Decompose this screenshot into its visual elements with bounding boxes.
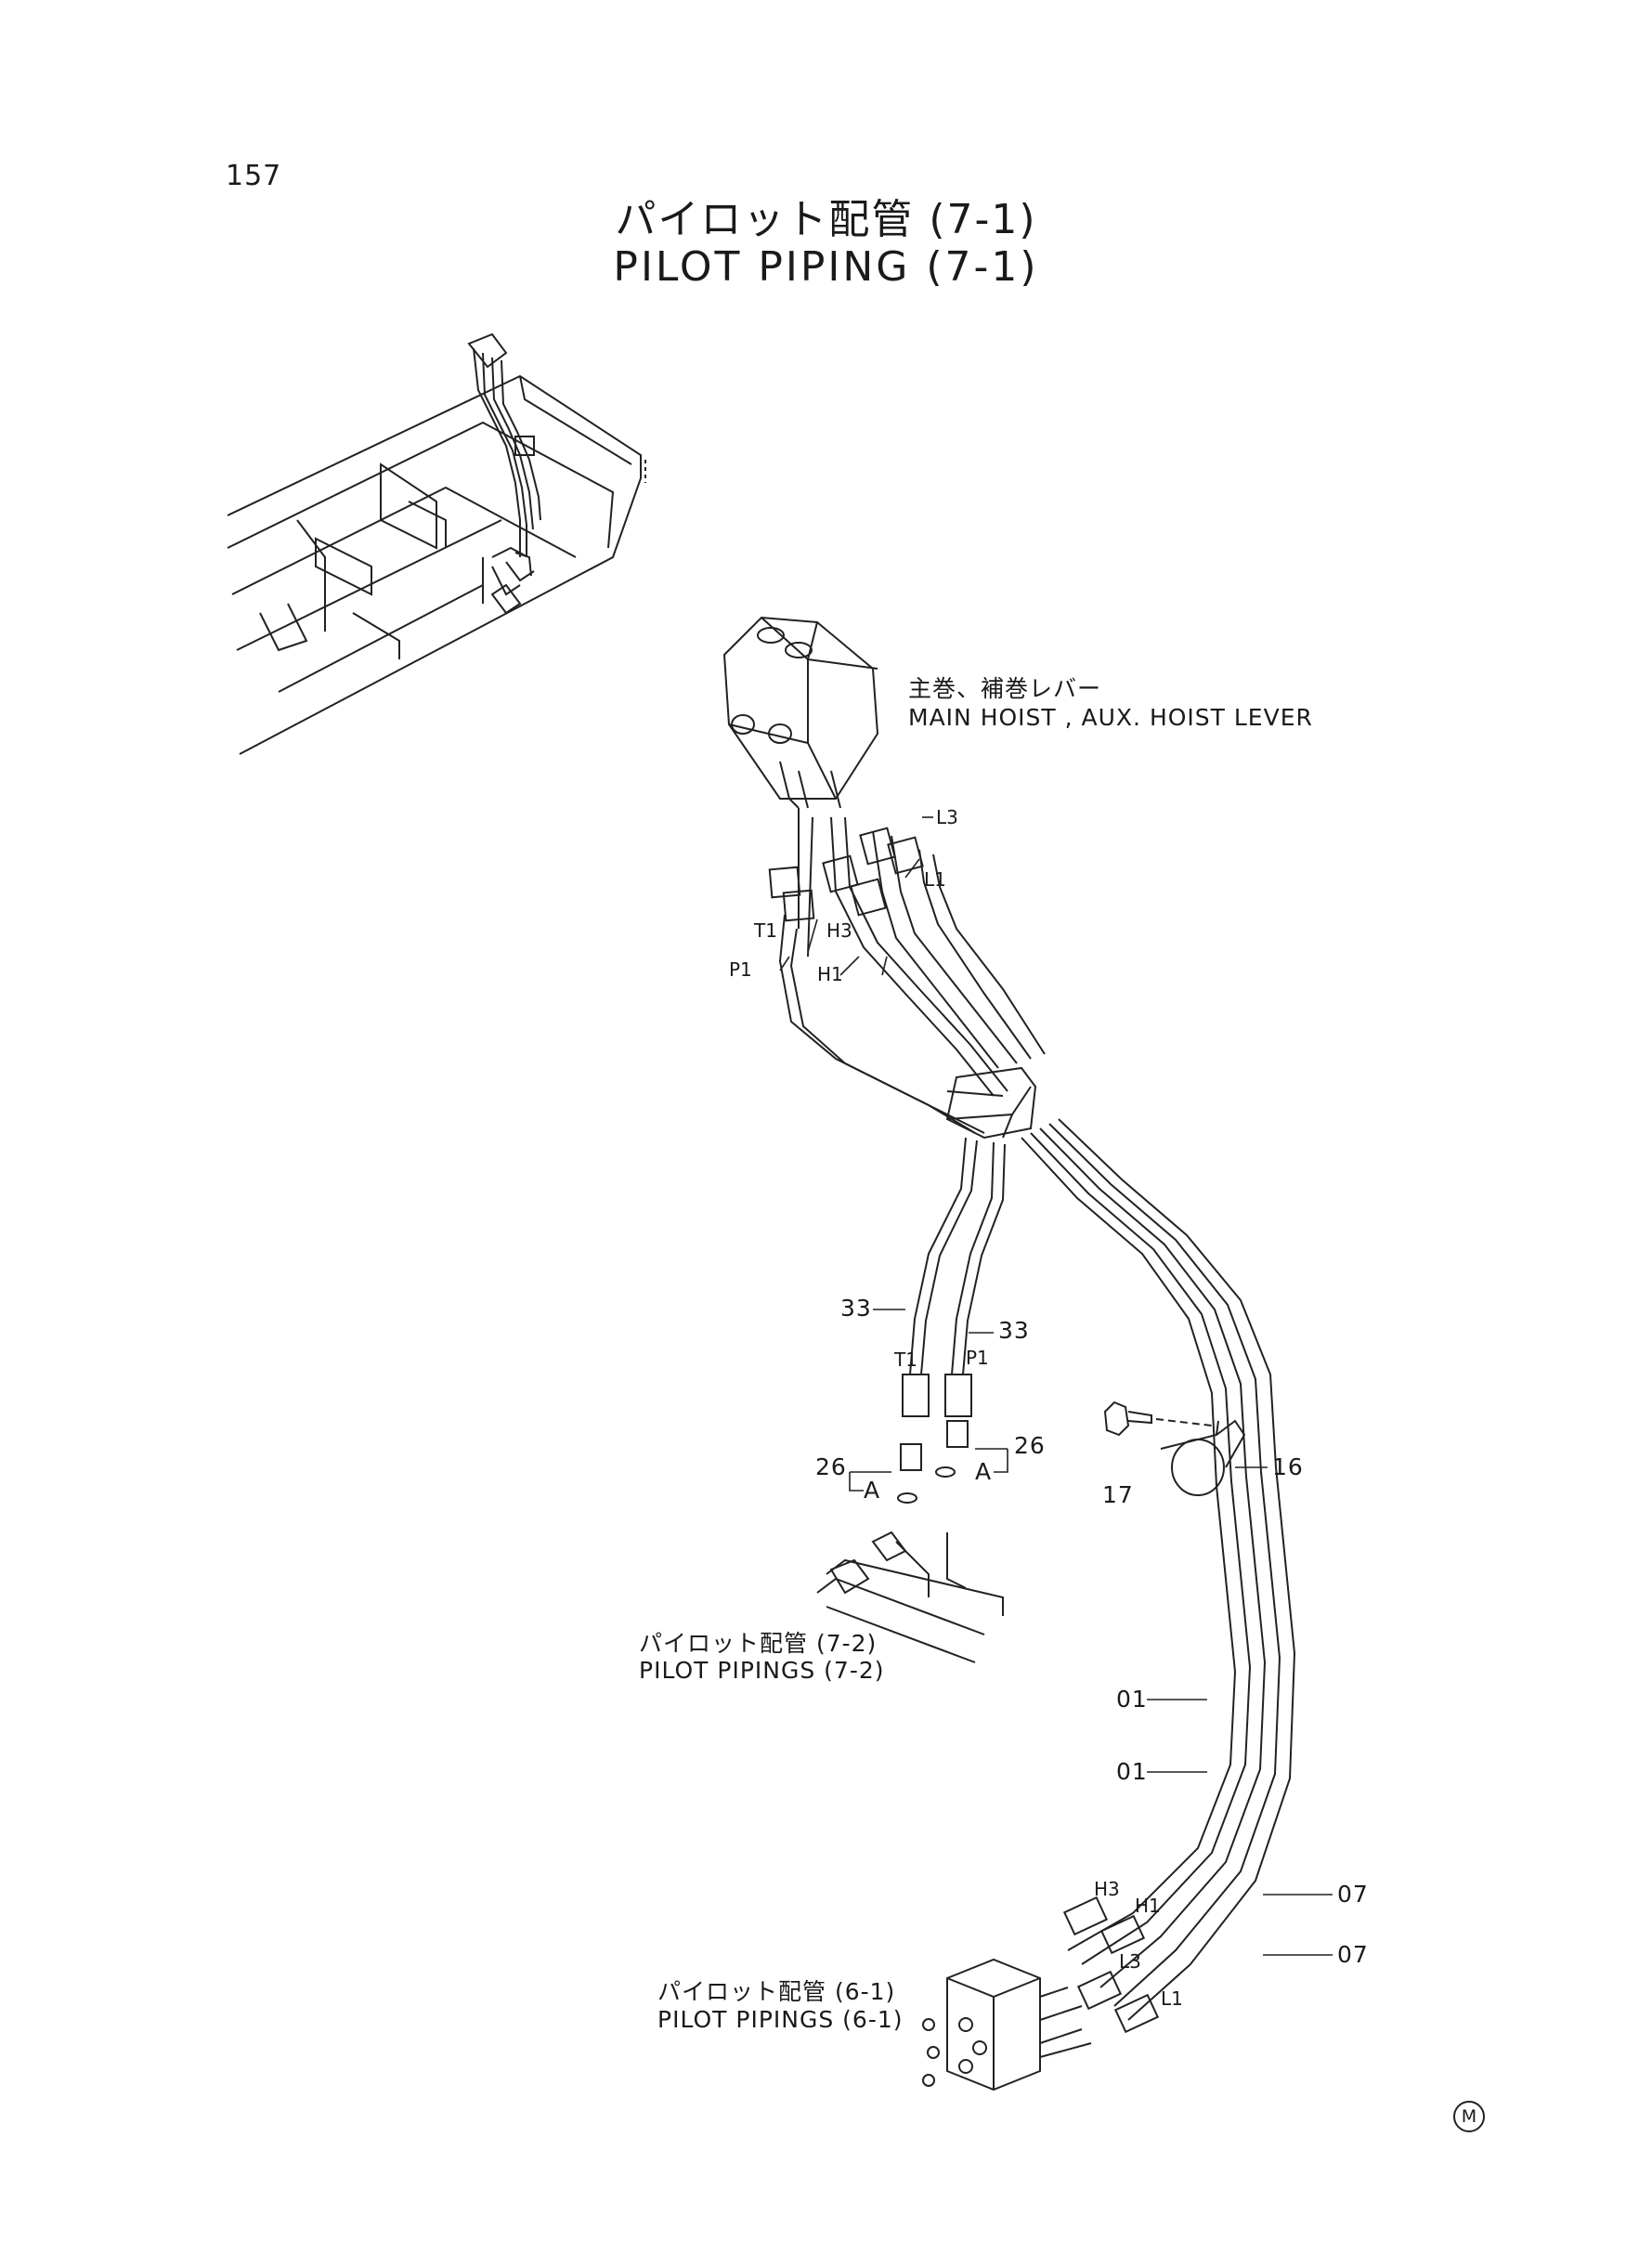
manufacturer-mark-icon: M xyxy=(1453,2101,1485,2132)
port-h3-bottom: H3 xyxy=(1094,1878,1120,1900)
port-t1-top: T1 xyxy=(754,919,777,942)
pilot-7-2-block xyxy=(816,1531,1004,1663)
bolt-17 xyxy=(1103,1401,1213,1437)
part-17: 17 xyxy=(1102,1481,1134,1508)
bottom-fittings xyxy=(1062,1896,1160,2034)
port-t1-mid: T1 xyxy=(894,1348,917,1371)
hoses-33 xyxy=(909,1137,1006,1375)
pilot-6-1-label-english: PILOT PIPINGS (6-1) xyxy=(657,2006,904,2033)
part-33-right: 33 xyxy=(998,1317,1030,1344)
page-title-english: PILOT PIPING (7-1) xyxy=(613,243,1039,291)
port-p1-top: P1 xyxy=(729,958,752,981)
port-l1-top: L1 xyxy=(924,868,946,891)
pilot-7-2-label-english: PILOT PIPINGS (7-2) xyxy=(639,1657,885,1684)
part-33-left: 33 xyxy=(840,1295,872,1322)
port-h1-top: H1 xyxy=(817,963,843,985)
lever-valve-block xyxy=(722,616,879,809)
view-a-right: A xyxy=(975,1458,993,1485)
part-26-right: 26 xyxy=(1014,1432,1046,1459)
page-title-japanese: パイロット配管 (7-1) xyxy=(615,196,1037,243)
port-l3-top: L3 xyxy=(936,806,958,828)
mid-fittings xyxy=(897,1374,972,1504)
overview-wire-harness xyxy=(467,332,541,557)
port-p1-mid: P1 xyxy=(966,1347,989,1369)
frame-overview xyxy=(227,374,646,755)
view-a-left: A xyxy=(864,1477,881,1504)
part-01-b: 01 xyxy=(1116,1758,1148,1785)
part-26-left: 26 xyxy=(815,1453,847,1480)
port-h3-top: H3 xyxy=(826,919,852,942)
part-07-a: 07 xyxy=(1337,1881,1369,1908)
long-hoses xyxy=(1021,1118,1296,2021)
upper-fittings xyxy=(768,827,924,922)
leader-lines xyxy=(779,816,1333,1956)
port-l3-bottom: L3 xyxy=(1119,1950,1141,1973)
lever-label-japanese: 主巻、補巻レバー xyxy=(908,675,1102,702)
page-number: 157 xyxy=(226,160,282,192)
lever-label-english: MAIN HOIST , AUX. HOIST LEVER xyxy=(908,704,1313,731)
port-h1-bottom: H1 xyxy=(1135,1895,1161,1917)
part-16: 16 xyxy=(1272,1453,1304,1480)
part-01-a: 01 xyxy=(1116,1686,1148,1713)
pilot-6-1-block xyxy=(922,1958,1092,2091)
hose-clamp-block xyxy=(945,1066,1037,1140)
clamp-16 xyxy=(1160,1419,1246,1496)
pilot-7-2-label-japanese: パイロット配管 (7-2) xyxy=(639,1630,878,1657)
part-07-b: 07 xyxy=(1337,1941,1369,1968)
port-l1-bottom: L1 xyxy=(1161,1987,1183,2010)
pilot-6-1-label-japanese: パイロット配管 (6-1) xyxy=(657,1978,896,2005)
